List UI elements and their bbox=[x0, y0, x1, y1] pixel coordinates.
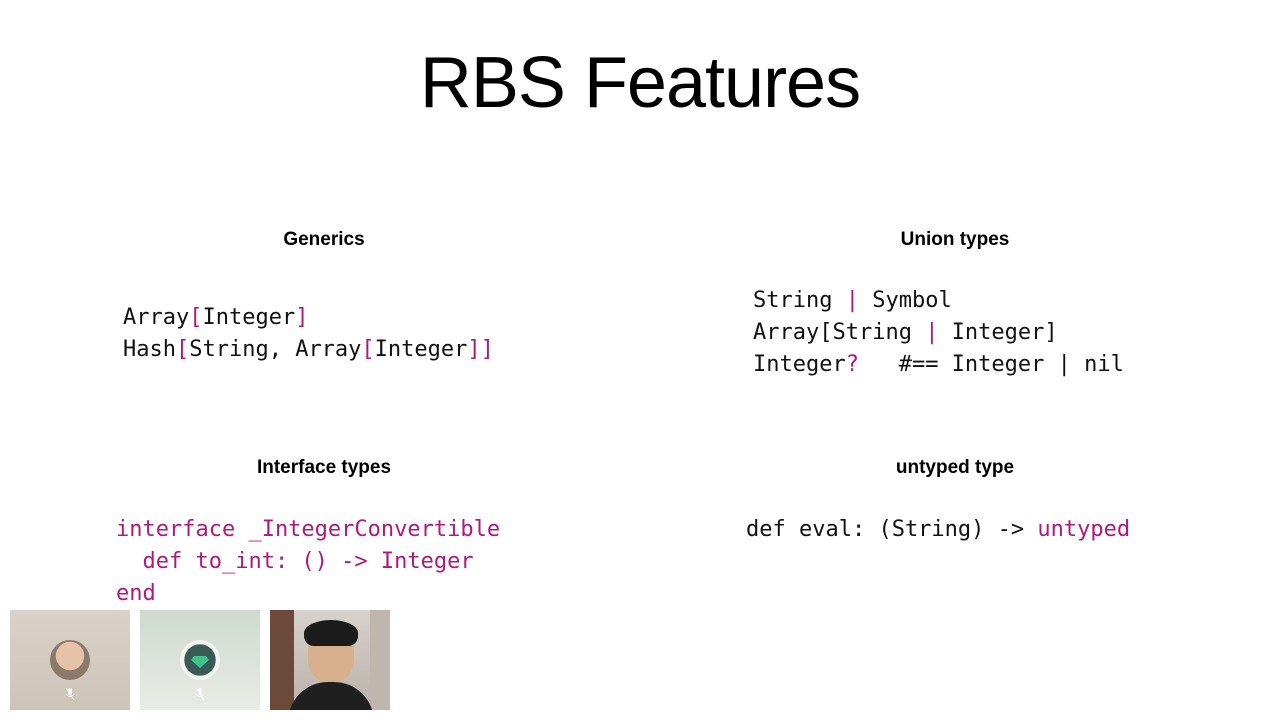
code-token: untyped bbox=[1037, 517, 1131, 542]
code-line: def eval: (String) -> untyped bbox=[746, 514, 1130, 546]
background-wall bbox=[370, 610, 390, 710]
union-types-heading: Union types bbox=[900, 229, 1010, 250]
code-token: Array bbox=[123, 305, 190, 330]
code-token: #== Integer | nil bbox=[858, 352, 1124, 377]
code-line: String | Symbol bbox=[753, 285, 1124, 317]
generics-heading: Generics bbox=[283, 229, 365, 250]
code-line: end bbox=[116, 578, 500, 610]
code-line: Hash[String, Array[Integer]] bbox=[123, 334, 494, 366]
interface-types-code: interface _IntegerConvertible def to_int… bbox=[116, 514, 500, 610]
code-token: interface _IntegerConvertible bbox=[116, 517, 501, 542]
participant-tile-1[interactable] bbox=[10, 610, 130, 710]
code-token: | bbox=[845, 288, 859, 313]
untyped-type-code: def eval: (String) -> untyped bbox=[746, 514, 1130, 546]
code-token: end bbox=[116, 581, 156, 606]
avatar bbox=[50, 640, 90, 680]
code-token: Integer bbox=[374, 337, 468, 362]
code-token: Array[String bbox=[753, 320, 926, 345]
code-token: [ bbox=[189, 305, 203, 330]
code-token: Integer bbox=[753, 352, 846, 377]
code-token: Integer] bbox=[938, 320, 1058, 345]
code-line: Array[String | Integer] bbox=[753, 317, 1124, 349]
avatar bbox=[180, 640, 220, 680]
code-token: Hash bbox=[123, 337, 176, 362]
generics-code: Array[Integer]Hash[String, Array[Integer… bbox=[123, 302, 494, 366]
background-shelf bbox=[270, 610, 294, 710]
code-token: ? bbox=[845, 352, 859, 377]
interface-types-heading: Interface types bbox=[256, 457, 392, 478]
participant-tile-3[interactable] bbox=[270, 610, 390, 710]
gem-icon bbox=[191, 656, 209, 668]
code-token: [ bbox=[175, 337, 190, 362]
slide-title: RBS Features bbox=[419, 43, 861, 123]
code-token: Integer bbox=[202, 305, 296, 330]
code-token: String, Array bbox=[189, 337, 362, 362]
code-token: def to_int: () -> Integer bbox=[116, 549, 474, 574]
code-token: ] bbox=[295, 305, 309, 330]
code-token: String bbox=[753, 288, 846, 313]
code-token: ]] bbox=[467, 337, 494, 362]
person-hair bbox=[304, 620, 358, 646]
code-line: Integer? #== Integer | nil bbox=[753, 349, 1124, 381]
participant-tile-2[interactable] bbox=[140, 610, 260, 710]
mic-off-icon bbox=[65, 687, 75, 701]
code-token: Symbol bbox=[858, 288, 952, 313]
code-token: def eval: (String) -> bbox=[746, 517, 1038, 542]
untyped-type-heading: untyped type bbox=[895, 457, 1015, 478]
code-token: | bbox=[925, 320, 939, 345]
mic-off-icon bbox=[195, 687, 205, 701]
person-body bbox=[288, 682, 374, 710]
code-line: Array[Integer] bbox=[123, 302, 494, 334]
code-line: interface _IntegerConvertible bbox=[116, 514, 500, 546]
code-line: def to_int: () -> Integer bbox=[116, 546, 500, 578]
code-token: [ bbox=[361, 337, 375, 362]
